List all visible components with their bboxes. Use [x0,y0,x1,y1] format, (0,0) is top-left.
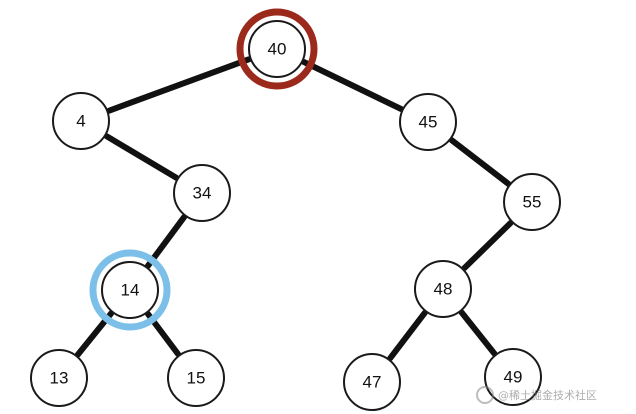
node-label: 15 [187,369,206,388]
tree-node-14: 14 [101,261,159,319]
edge-48-49 [458,309,498,357]
node-label: 13 [50,369,69,388]
tree-node-48: 48 [414,260,472,318]
tree-node-4: 4 [52,92,110,150]
edge-45-55 [448,137,512,187]
highlight-ring-14 [89,249,171,331]
edge-40-45 [301,59,404,112]
node-label: 14 [121,281,140,300]
edge-40-4 [106,56,252,114]
tree-node-15: 15 [167,349,225,407]
node-circle [484,348,542,406]
node-label: 48 [434,280,453,299]
highlight-rings [89,8,318,331]
node-label: 4 [76,112,85,131]
highlight-ring-40 [236,8,318,90]
node-label: 40 [268,40,287,59]
node-label: 34 [193,184,212,203]
node-label: 47 [363,373,382,392]
edge-55-48 [461,219,514,272]
node-circle [101,261,159,319]
tree-nodes: 40 4 45 34 55 14 48 13 15 47 49 [30,20,561,411]
node-circle [503,173,561,231]
node-circle [173,164,231,222]
node-circle [52,92,110,150]
node-circle [30,349,88,407]
tree-node-45: 45 [399,93,457,151]
edge-4-34 [103,133,180,181]
tree-node-47: 47 [343,353,401,411]
edge-48-47 [387,309,428,362]
tree-node-55: 55 [503,173,561,231]
node-circle [414,260,472,318]
node-label: 45 [419,113,438,132]
node-circle [343,353,401,411]
node-label: 55 [523,193,542,212]
node-circle [167,349,225,407]
node-circle [399,93,457,151]
tree-edges [74,56,514,362]
tree-node-13: 13 [30,349,88,407]
node-label: 49 [504,368,523,387]
tree-node-49: 49 [484,348,542,406]
tree-node-34: 34 [173,164,231,222]
tree-node-40: 40 [248,20,306,78]
node-circle [248,20,306,78]
